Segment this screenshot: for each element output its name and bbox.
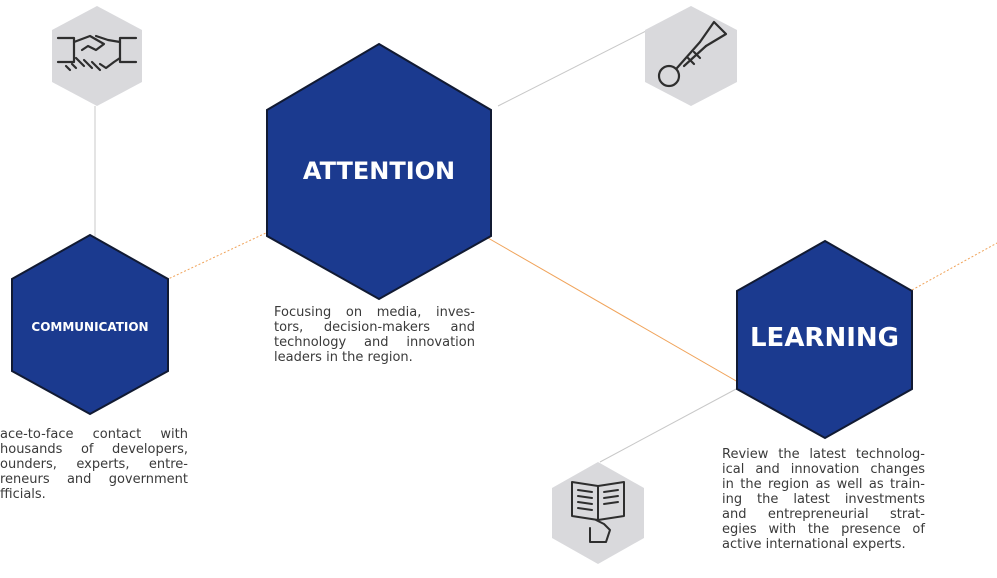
communication-title: COMMUNICATION [31,320,149,334]
handshake-icon [56,34,138,72]
icon-hex-handshake [52,6,142,106]
communication-hexagon [11,233,169,416]
connector-attention-trumpet [497,27,653,107]
icon-hex-trumpet [645,6,737,106]
connector-attention-learning [487,237,739,383]
attention-hexagon [266,42,492,301]
description-line: leaders in the region. [274,350,413,365]
book-reader-icon [571,481,625,543]
learning-hexagon [736,239,913,440]
description-line: fficials. [0,487,46,502]
description-line: active international experts. [722,537,906,552]
description-line: ounders,experts,entre- [0,457,188,472]
attention-title: ATTENTION [302,157,456,185]
learning-title: LEARNING [749,323,899,353]
connector-learning-book [599,387,739,463]
connector-communication-attention [165,231,269,281]
connector-learning-offscreen [911,242,997,291]
trumpet-icon [657,20,728,88]
